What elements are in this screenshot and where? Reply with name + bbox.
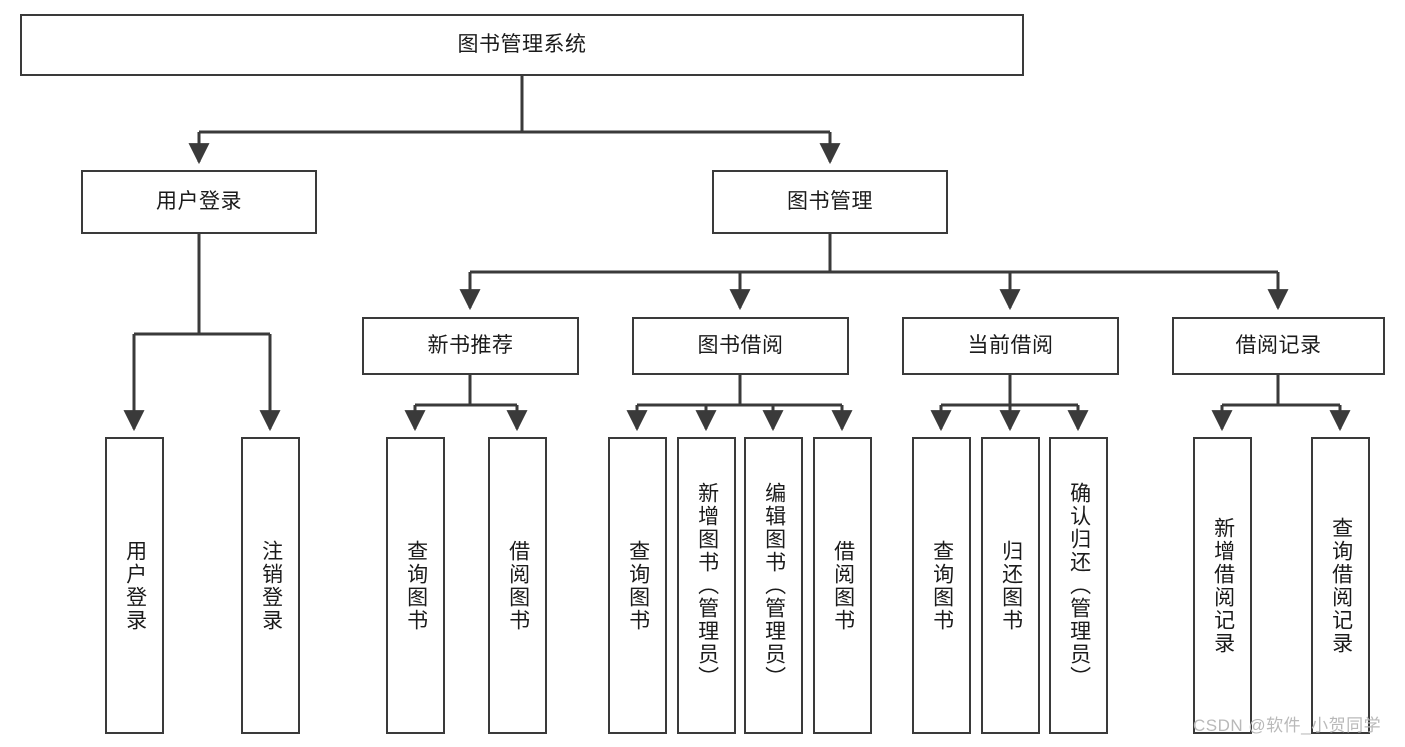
node-book-management[interactable]: 图书管理 (712, 170, 948, 234)
node-leaf-current-confirm-return[interactable]: 确认归还（管理员） (1049, 437, 1108, 734)
node-leaf-label: 借阅图书 (506, 539, 530, 632)
node-leaf-borrow-edit-book[interactable]: 编辑图书（管理员） (744, 437, 803, 734)
node-new-book-recommend[interactable]: 新书推荐 (362, 317, 579, 375)
node-leaf-label: 查询图书 (404, 539, 428, 632)
node-leaf-label: 用户登录 (123, 539, 147, 632)
node-leaf-borrow-borrow-book[interactable]: 借阅图书 (813, 437, 872, 734)
node-leaf-record-add[interactable]: 新增借阅记录 (1193, 437, 1252, 734)
node-borrow-record[interactable]: 借阅记录 (1172, 317, 1385, 375)
node-leaf-label: 归还图书 (999, 539, 1023, 632)
node-leaf-label: 确认归还（管理员） (1067, 482, 1091, 689)
node-leaf-label: 编辑图书（管理员） (762, 482, 786, 689)
node-leaf-new-book-query[interactable]: 查询图书 (386, 437, 445, 734)
node-leaf-label: 新增借阅记录 (1211, 516, 1235, 655)
node-leaf-current-query-book[interactable]: 查询图书 (912, 437, 971, 734)
node-leaf-label: 查询借阅记录 (1329, 516, 1353, 655)
node-leaf-user-login-signout[interactable]: 注销登录 (241, 437, 300, 734)
node-current-borrow[interactable]: 当前借阅 (902, 317, 1119, 375)
node-leaf-record-query[interactable]: 查询借阅记录 (1311, 437, 1370, 734)
node-leaf-label: 新增图书（管理员） (695, 482, 719, 689)
node-leaf-borrow-query-book[interactable]: 查询图书 (608, 437, 667, 734)
node-book-borrow[interactable]: 图书借阅 (632, 317, 849, 375)
node-leaf-borrow-add-book[interactable]: 新增图书（管理员） (677, 437, 736, 734)
csdn-watermark: CSDN @软件_小贺同学 (1193, 716, 1382, 735)
node-root-library-system[interactable]: 图书管理系统 (20, 14, 1024, 76)
node-leaf-label: 查询图书 (626, 539, 650, 632)
node-leaf-user-login-signin[interactable]: 用户登录 (105, 437, 164, 734)
node-leaf-label: 查询图书 (930, 539, 954, 632)
node-leaf-label: 注销登录 (259, 539, 283, 632)
node-leaf-new-book-borrow[interactable]: 借阅图书 (488, 437, 547, 734)
node-leaf-label: 借阅图书 (831, 539, 855, 632)
node-user-login[interactable]: 用户登录 (81, 170, 317, 234)
node-leaf-current-return-book[interactable]: 归还图书 (981, 437, 1040, 734)
